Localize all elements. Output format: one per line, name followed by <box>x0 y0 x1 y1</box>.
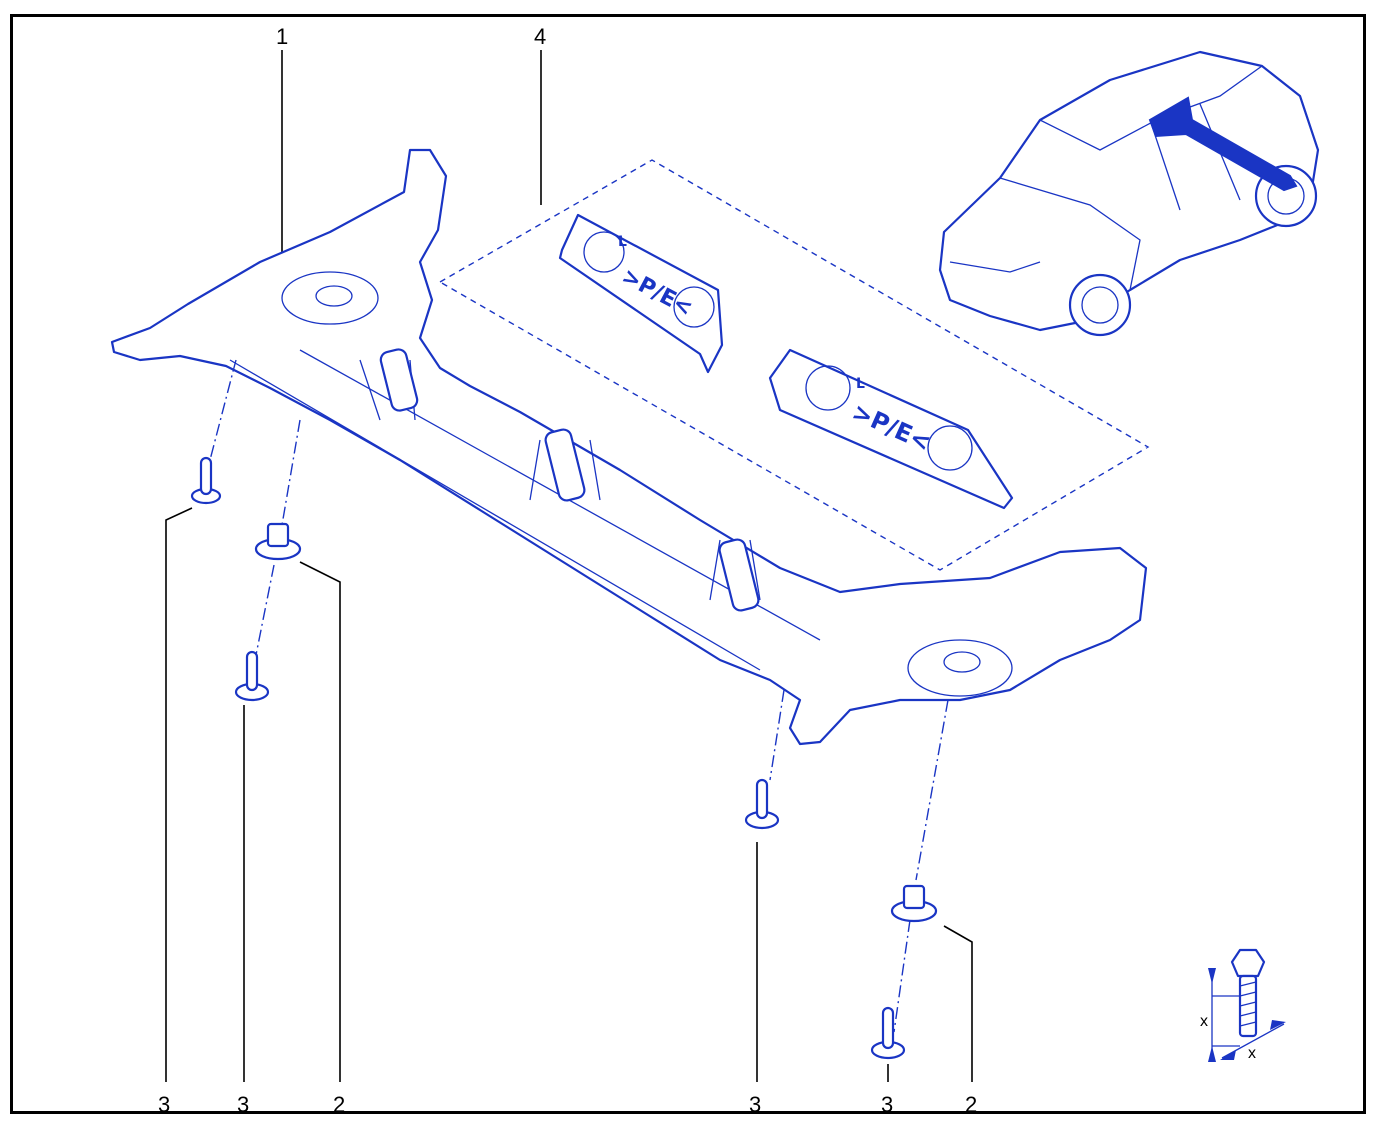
callout-3-c: 3 <box>749 1092 761 1117</box>
rivet-left-a <box>190 456 222 505</box>
callout-3-b: 3 <box>237 1092 249 1117</box>
main-bracket <box>110 148 1148 746</box>
symbol-x-horizontal: x <box>1248 1045 1256 1062</box>
marking-plate-lower: >P/E< L <box>768 348 1014 510</box>
highlighted-part-on-vehicle <box>1148 96 1298 192</box>
axis-right-3 <box>893 919 911 1033</box>
rivet-right-b <box>870 1006 906 1060</box>
rivet-right-a <box>744 778 780 830</box>
axis-left-1 <box>209 359 237 461</box>
leader-2-a <box>299 561 341 1082</box>
diagram-frame <box>10 14 1366 1114</box>
fastener-symbol: x x <box>1200 948 1286 1062</box>
plate-letter-upper: L <box>618 234 627 250</box>
vehicle-location-illustration <box>938 50 1320 337</box>
axis-left-3 <box>255 564 275 656</box>
callout-4: 4 <box>534 24 546 49</box>
leader-2-b <box>943 925 973 1082</box>
axis-left-2 <box>281 419 301 526</box>
marking-plate-upper: >P/E< L <box>558 213 724 374</box>
symbol-x-vertical: x <box>1200 1013 1208 1030</box>
clip-nut-left <box>254 522 302 561</box>
axis-right-2 <box>915 699 949 881</box>
callout-3-a: 3 <box>158 1092 170 1117</box>
callout-2-b: 2 <box>965 1092 977 1117</box>
callout-2-a: 2 <box>333 1092 345 1117</box>
kit-boundary <box>438 159 1150 571</box>
clip-nut-right <box>890 884 938 923</box>
leader-3-a <box>165 507 193 1082</box>
rivet-left-b <box>234 650 270 702</box>
axis-right-1 <box>769 689 785 781</box>
plate-letter-lower: L <box>856 376 865 392</box>
callout-3-d: 3 <box>881 1092 893 1117</box>
callout-1: 1 <box>276 24 288 49</box>
